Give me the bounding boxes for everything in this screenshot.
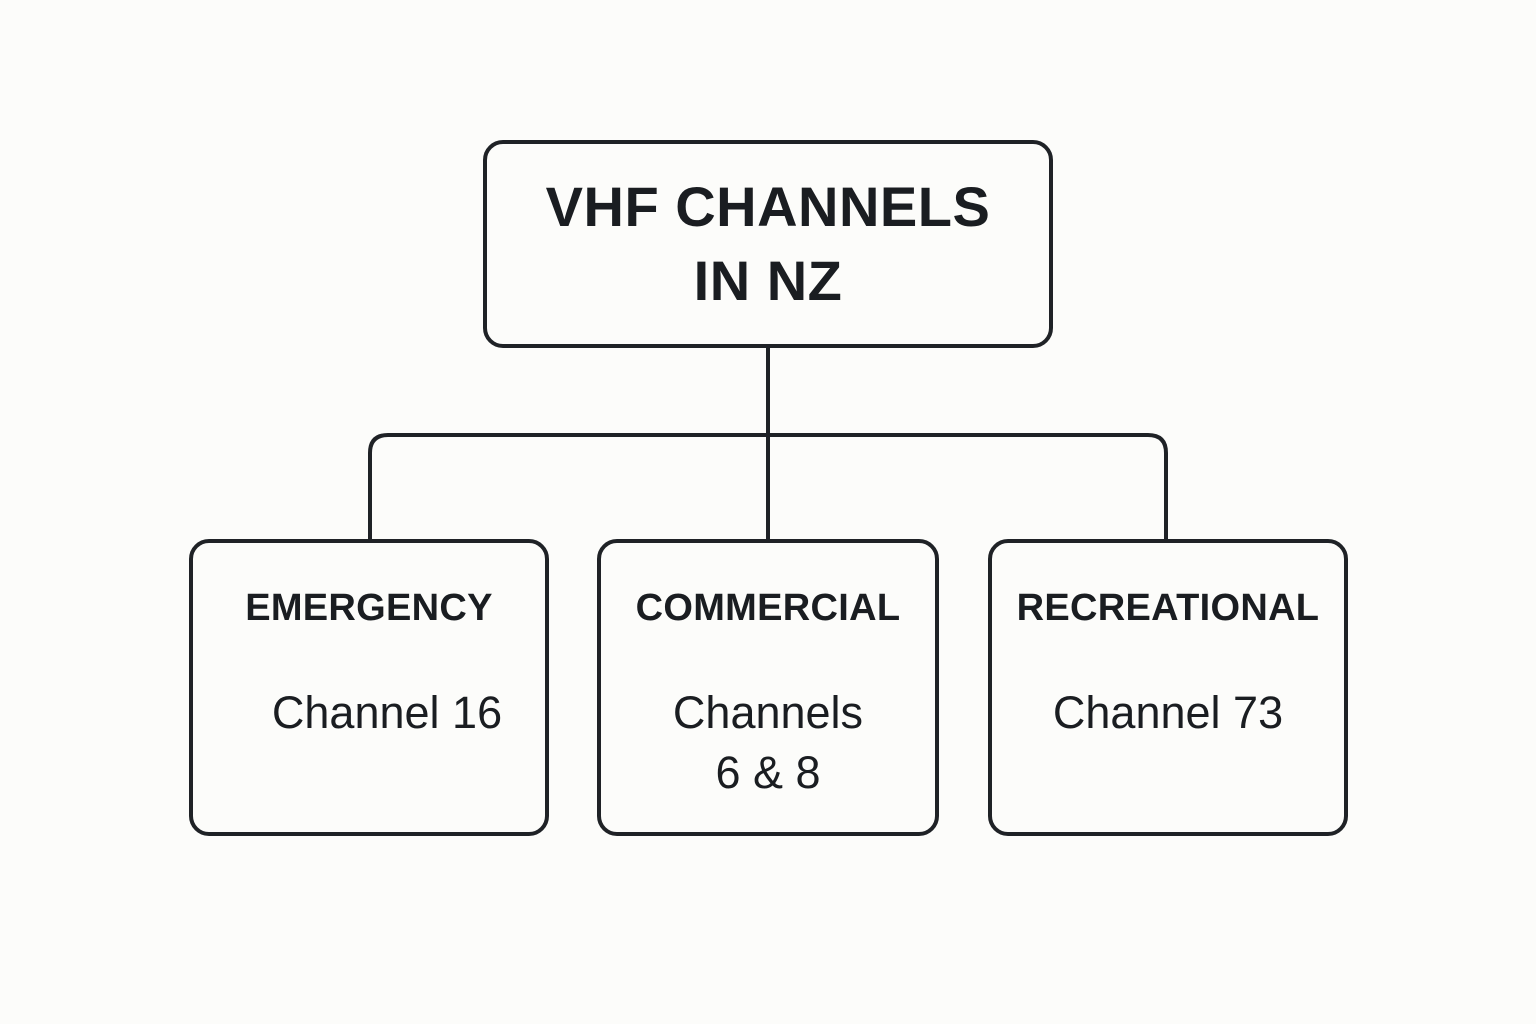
root-node: VHF CHANNELS IN NZ <box>483 140 1053 348</box>
recreational-node: RECREATIONAL Channel 73 <box>988 539 1348 836</box>
connector-horizontal-bar <box>368 433 1168 541</box>
root-title-line-2: IN NZ <box>693 249 843 312</box>
commercial-heading: COMMERCIAL <box>635 587 901 629</box>
recreational-channels: Channel 73 <box>992 683 1344 743</box>
commercial-node: COMMERCIAL Channels 6 & 8 <box>597 539 939 836</box>
root-title-line-1: VHF CHANNELS <box>545 175 991 238</box>
commercial-channel-line-1: Channels <box>672 687 864 738</box>
emergency-channel-line-1: Channel 16 <box>271 687 503 738</box>
emergency-channels: Channel 16 <box>193 683 545 743</box>
commercial-channel-line-2: 6 & 8 <box>715 747 821 798</box>
recreational-channel-line-1: Channel 73 <box>1052 687 1284 738</box>
root-title: VHF CHANNELS IN NZ <box>546 170 991 318</box>
emergency-heading: EMERGENCY <box>245 587 493 629</box>
emergency-node: EMERGENCY Channel 16 <box>189 539 549 836</box>
commercial-channels: Channels 6 & 8 <box>601 683 935 803</box>
recreational-heading: RECREATIONAL <box>1016 587 1320 629</box>
